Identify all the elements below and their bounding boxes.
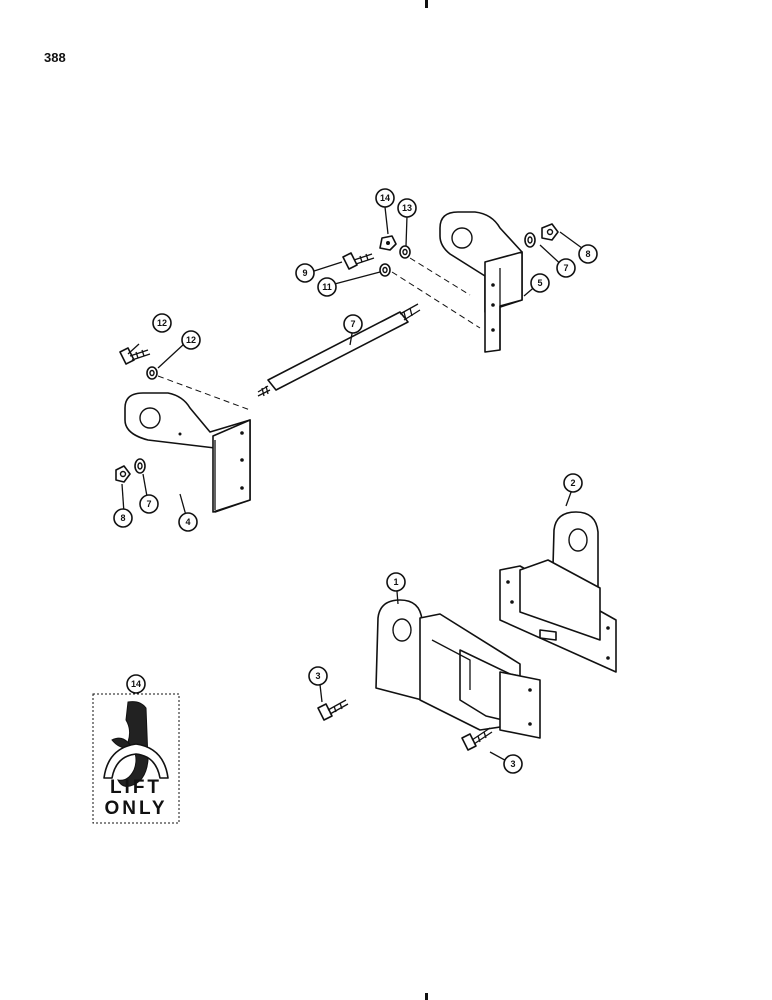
washer-7-right (524, 232, 536, 248)
bolt-9 (342, 252, 375, 270)
callout-5: 5 (530, 273, 550, 293)
svg-text:5: 5 (537, 278, 542, 288)
callout-1: 1 (386, 572, 406, 592)
bolt-10 (119, 347, 151, 365)
callout-13: 14 (375, 188, 395, 208)
svg-text:13: 13 (402, 203, 412, 213)
svg-text:8: 8 (120, 513, 125, 523)
svg-text:11: 11 (322, 282, 332, 292)
callout-6: 7 (343, 314, 363, 334)
svg-text:7: 7 (350, 319, 355, 329)
nut-8-right (541, 223, 559, 241)
binding-mark-bottom (425, 993, 428, 1000)
hook-icon (103, 701, 169, 787)
svg-text:4: 4 (185, 517, 190, 527)
callout-12: 12 (181, 330, 201, 350)
callout-7: 7 (139, 494, 159, 514)
callout-14: 14 (126, 674, 146, 694)
svg-text:3: 3 (315, 671, 320, 681)
svg-text:14: 14 (380, 193, 390, 203)
washer-12-right (399, 245, 411, 259)
callout-8: 8 (113, 508, 133, 528)
part-2-hitch (499, 511, 617, 673)
callout-3: 3 (308, 666, 328, 686)
callout-10: 12 (152, 313, 172, 333)
decal-label-line1: LIFT (110, 777, 162, 798)
svg-text:9: 9 (302, 268, 307, 278)
callout-2: 2 (563, 473, 583, 493)
callout-4: 4 (178, 512, 198, 532)
callout-8: 8 (578, 244, 598, 264)
part-6-rod (257, 303, 421, 397)
svg-text:7: 7 (146, 499, 151, 509)
page-number: 388 (44, 50, 66, 65)
callout-12: 13 (397, 198, 417, 218)
svg-text:2: 2 (570, 478, 575, 488)
svg-text:3: 3 (510, 759, 515, 769)
svg-text:12: 12 (186, 335, 196, 345)
part-4-left-bracket (124, 392, 251, 513)
svg-text:12: 12 (157, 318, 167, 328)
svg-text:7: 7 (563, 263, 568, 273)
callout-9: 9 (295, 263, 315, 283)
nut-13 (379, 235, 397, 251)
binding-mark-top (425, 0, 428, 8)
part-1-hitch (375, 599, 541, 739)
bolt-3-left (317, 699, 349, 721)
washer-7-left (134, 458, 146, 474)
decal-label-line2: ONLY (104, 798, 167, 819)
nut-8-left (115, 465, 131, 483)
washer-11 (379, 263, 391, 277)
callout-11: 11 (317, 277, 337, 297)
part-14-lift-only-decal: LIFT ONLY (92, 693, 180, 824)
svg-text:8: 8 (585, 249, 590, 259)
bolt-3-right (461, 727, 493, 751)
svg-text:14: 14 (131, 679, 141, 689)
washer-12-left (146, 366, 158, 380)
callout-3: 3 (503, 754, 523, 774)
svg-text:1: 1 (393, 577, 398, 587)
callout-7: 7 (556, 258, 576, 278)
part-5-right-bracket (439, 211, 523, 353)
alignment-lines (157, 257, 481, 411)
